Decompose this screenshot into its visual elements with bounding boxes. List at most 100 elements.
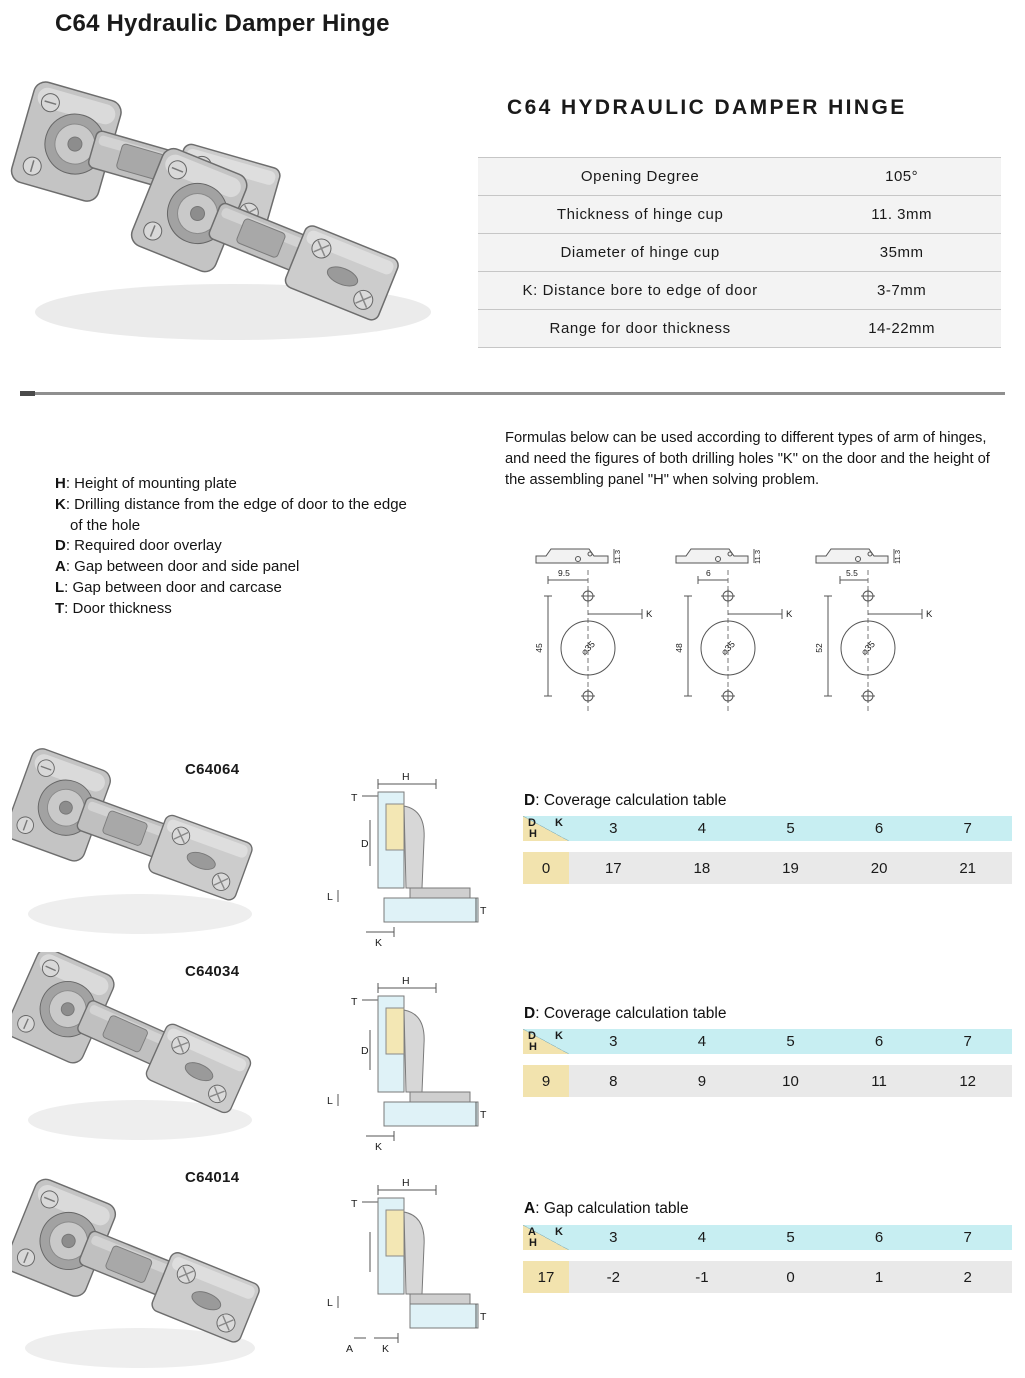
column-header: 7 (923, 1029, 1012, 1054)
spec-value: 14-22mm (868, 320, 936, 337)
cross-section-diagram-c64064: H T D L K T (327, 771, 487, 949)
column-header: 3 (569, 816, 658, 841)
value-cell: 8 (569, 1065, 658, 1097)
dim-height: 45 (534, 643, 544, 653)
coverage-table-c64064: D K H 3 4 5 6 7 0 17 18 19 20 21 (523, 816, 1012, 884)
legend: H: Height of mounting plate K: Drilling … (55, 474, 423, 620)
column-header: 6 (834, 816, 924, 841)
product-photo-c64034 (12, 952, 262, 1140)
column-header: 3 (569, 1029, 658, 1054)
formula-note: Formulas below can be used according to … (505, 430, 990, 489)
section-divider (20, 392, 1005, 395)
dim-a: A (346, 1343, 353, 1355)
dim-l: L (327, 891, 333, 903)
dim-height: 52 (814, 643, 824, 653)
dim-l: L (327, 1095, 333, 1107)
row-header: 9 (523, 1065, 569, 1097)
legend-item: T: Door thickness (55, 599, 172, 617)
calc-table-title: D: Coverage calculation table (524, 792, 727, 809)
value-cell: 0 (746, 1261, 835, 1293)
spec-label: Opening Degree (580, 168, 700, 185)
value-cell: 1 (834, 1261, 924, 1293)
legend-item: H: Height of mounting plate (55, 475, 237, 492)
dim-t-right: T (480, 1109, 487, 1121)
row-header: 0 (523, 852, 569, 884)
value-cell: 11 (834, 1065, 924, 1097)
value-cell: 17 (569, 852, 658, 884)
dim-offset: 5.5 (846, 568, 858, 578)
column-header: 3 (569, 1225, 658, 1250)
spec-row: Diameter of hinge cup 35mm (478, 234, 1001, 272)
cross-section-diagram-c64014: H T L K A T (327, 1177, 487, 1355)
spec-value: 105° (885, 168, 919, 185)
calc-data-row: 0 17 18 19 20 21 (523, 852, 1012, 884)
legend-item: K: Drilling distance from the edge of do… (55, 495, 407, 534)
value-cell: -2 (569, 1261, 658, 1293)
spec-row: K: Distance bore to edge of door 3-7mm (478, 272, 1001, 310)
dim-plate: 11.3 (753, 550, 762, 564)
spec-label: Diameter of hinge cup (560, 244, 720, 261)
dim-t-right: T (480, 1311, 487, 1323)
legend-item: L: Gap between door and carcase (55, 578, 282, 596)
column-header: 4 (657, 816, 747, 841)
spec-row: Opening Degree 105° (478, 158, 1001, 196)
dim-t-top: T (351, 1198, 358, 1210)
spec-table: Opening Degree 105° Thickness of hinge c… (478, 157, 1001, 348)
dim-k: K (926, 609, 933, 620)
drill-pattern-diagram-2: 11.3 6 ⌀35 48 K (674, 548, 793, 712)
calc-corner-cell: A K H (523, 1225, 569, 1250)
dim-k: K (375, 937, 382, 949)
legend-item: A: Gap between door and side panel (55, 558, 300, 576)
drilling-diagrams: 11.3 9.5 ⌀35 45 K 11.3 6 ⌀35 (518, 536, 938, 718)
value-cell: 10 (746, 1065, 835, 1097)
calc-table-title: A: Gap calculation table (524, 1200, 689, 1217)
dim-h: H (402, 975, 410, 987)
dim-t-top: T (351, 792, 358, 804)
coverage-table-c64034: D K H 3 4 5 6 7 9 8 9 10 11 12 (523, 1029, 1012, 1097)
value-cell: 2 (923, 1261, 1012, 1293)
spec-value: 3-7mm (877, 282, 927, 299)
cross-section-diagram-c64034: H T D L K T (327, 975, 487, 1153)
calc-header-row: D K H 3 4 5 6 7 (523, 1029, 1012, 1054)
dim-d: D (361, 838, 369, 850)
value-cell: 18 (657, 852, 747, 884)
spec-label: K: Distance bore to edge of door (522, 282, 758, 299)
dim-t-top: T (351, 996, 358, 1008)
calc-table-title: D: Coverage calculation table (524, 1005, 727, 1022)
dim-k: K (382, 1343, 389, 1355)
drill-pattern-diagram-3: 11.3 5.5 ⌀35 52 K (814, 548, 933, 712)
column-header: 5 (746, 816, 835, 841)
dim-h: H (402, 1177, 410, 1189)
dim-diameter: ⌀35 (579, 639, 597, 657)
column-header: 5 (746, 1225, 835, 1250)
calc-corner-cell: D K H (523, 816, 569, 841)
dim-plate: 11.3 (613, 550, 622, 564)
column-header: 6 (834, 1225, 924, 1250)
spec-heading: C64 HYDRAULIC DAMPER HINGE (507, 96, 907, 119)
spec-row: Range for door thickness 14-22mm (478, 310, 1001, 348)
dim-height: 48 (674, 643, 684, 653)
main-product-photo (8, 78, 431, 340)
calc-data-row: 17 -2 -1 0 1 2 (523, 1261, 1012, 1293)
spec-label: Thickness of hinge cup (556, 206, 724, 223)
gap-table-c64014: A K H 3 4 5 6 7 17 -2 -1 0 1 2 (523, 1225, 1012, 1293)
legend-item: D: Required door overlay (55, 537, 222, 555)
model-label-c64034: C64034 (185, 963, 240, 980)
model-label-c64014: C64014 (185, 1169, 240, 1186)
dim-diameter: ⌀35 (859, 639, 877, 657)
calc-corner-cell: D K H (523, 1029, 569, 1054)
dim-diameter: ⌀35 (719, 639, 737, 657)
value-cell: 20 (834, 852, 924, 884)
dim-k: K (786, 609, 793, 620)
dim-h: H (402, 771, 410, 783)
value-cell: 9 (657, 1065, 747, 1097)
spec-label: Range for door thickness (549, 320, 731, 337)
product-photo-c64064 (12, 746, 262, 934)
dim-plate: 11.3 (893, 550, 902, 564)
page-title: C64 Hydraulic Damper Hinge (55, 10, 390, 37)
value-cell: 12 (923, 1065, 1012, 1097)
column-header: 7 (923, 816, 1012, 841)
dim-l: L (327, 1297, 333, 1309)
dim-t-right: T (480, 905, 487, 917)
